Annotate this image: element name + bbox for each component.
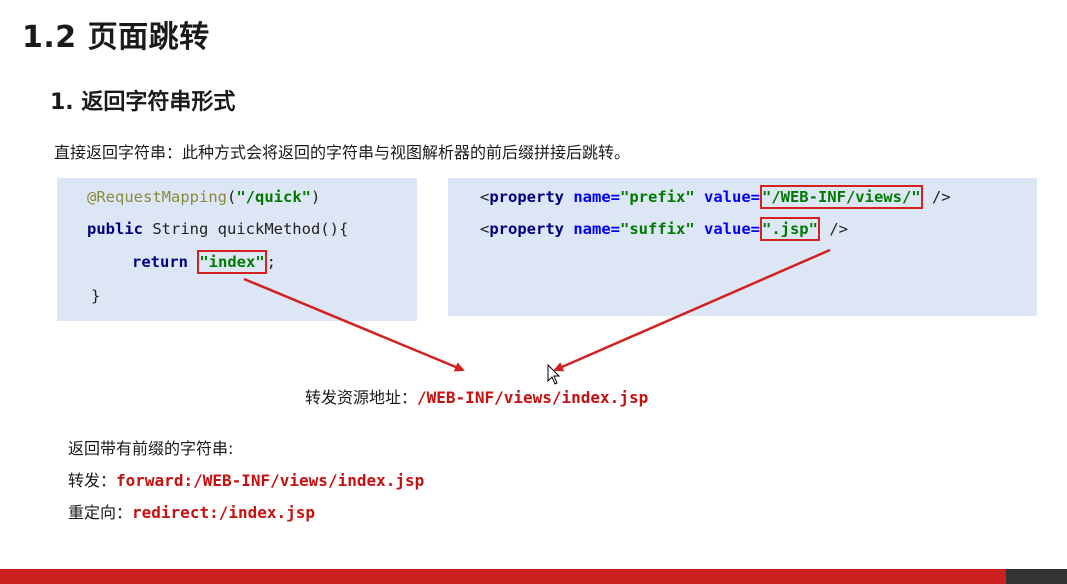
code-line-suffix: <property name="suffix" value=".jsp" /> [480,217,848,241]
forward-address-label: 转发资源地址： [305,388,418,407]
keyword-public: public [87,220,143,238]
redirect-value: redirect:/index.jsp [132,503,316,522]
code-line-close: } [91,287,101,305]
keyword-return: return [132,253,188,271]
code-line-method: public String quickMethod(){ [87,220,348,238]
forward-line: 转发：forward:/WEB-INF/views/index.jsp [68,467,424,491]
method-signature: String quickMethod(){ [143,220,349,238]
code-line-prefix: <property name="prefix" value="/WEB-INF/… [480,185,951,209]
redirect-line: 重定向：redirect:/index.jsp [68,499,315,523]
footer-bar-dark [1006,569,1067,584]
paren-close: ) [310,188,321,206]
attr-value: value= [694,188,760,206]
paren-open: ( [226,188,237,206]
semicolon: ; [266,253,277,271]
tag-open: < [480,220,490,238]
arrow-from-index [243,277,465,372]
tag-close: /> [922,188,951,206]
description-text: 直接返回字符串：此种方式会将返回的字符串与视图解析器的前后缀拼接后跳转。 [54,143,631,162]
annotation-token: @RequestMapping [87,188,227,206]
attr-name-value: "suffix" [620,220,695,238]
code-line-annotation: @RequestMapping("/quick") [87,188,320,206]
tag-open: < [480,188,490,206]
attr-name-value: "prefix" [620,188,695,206]
prefix-heading: 返回带有前缀的字符串: [68,439,234,458]
attr-name: name= [564,188,620,206]
arrow-from-jsp [553,248,831,372]
forward-value: forward:/WEB-INF/views/index.jsp [116,471,425,490]
tag-property: property [489,188,564,206]
forward-address-path: /WEB-INF/views/index.jsp [417,388,649,407]
attr-name: name= [564,220,620,238]
mapping-path-token: "/quick" [236,188,311,206]
code-line-return: return "index"; [132,250,277,274]
slide-subtitle: 1. 返回字符串形式 [50,90,236,115]
redirect-label: 重定向： [68,503,133,522]
prefix-value-highlight: "/WEB-INF/views/" [759,185,923,209]
suffix-value-highlight: ".jsp" [759,217,820,241]
forward-label: 转发： [68,471,117,490]
tag-close: /> [819,220,848,238]
mouse-pointer-icon [547,364,561,385]
view-resolver-code-block: <property name="prefix" value="/WEB-INF/… [448,178,1037,316]
forward-address-line: 转发资源地址：/WEB-INF/views/index.jsp [305,384,648,408]
attr-value: value= [694,220,760,238]
tag-property: property [489,220,564,238]
footer-bar-red [0,569,1006,584]
return-value-highlight: "index" [197,250,267,274]
slide-title: 1.2 页面跳转 [22,20,210,55]
controller-code-block: @RequestMapping("/quick") public String … [57,178,417,321]
